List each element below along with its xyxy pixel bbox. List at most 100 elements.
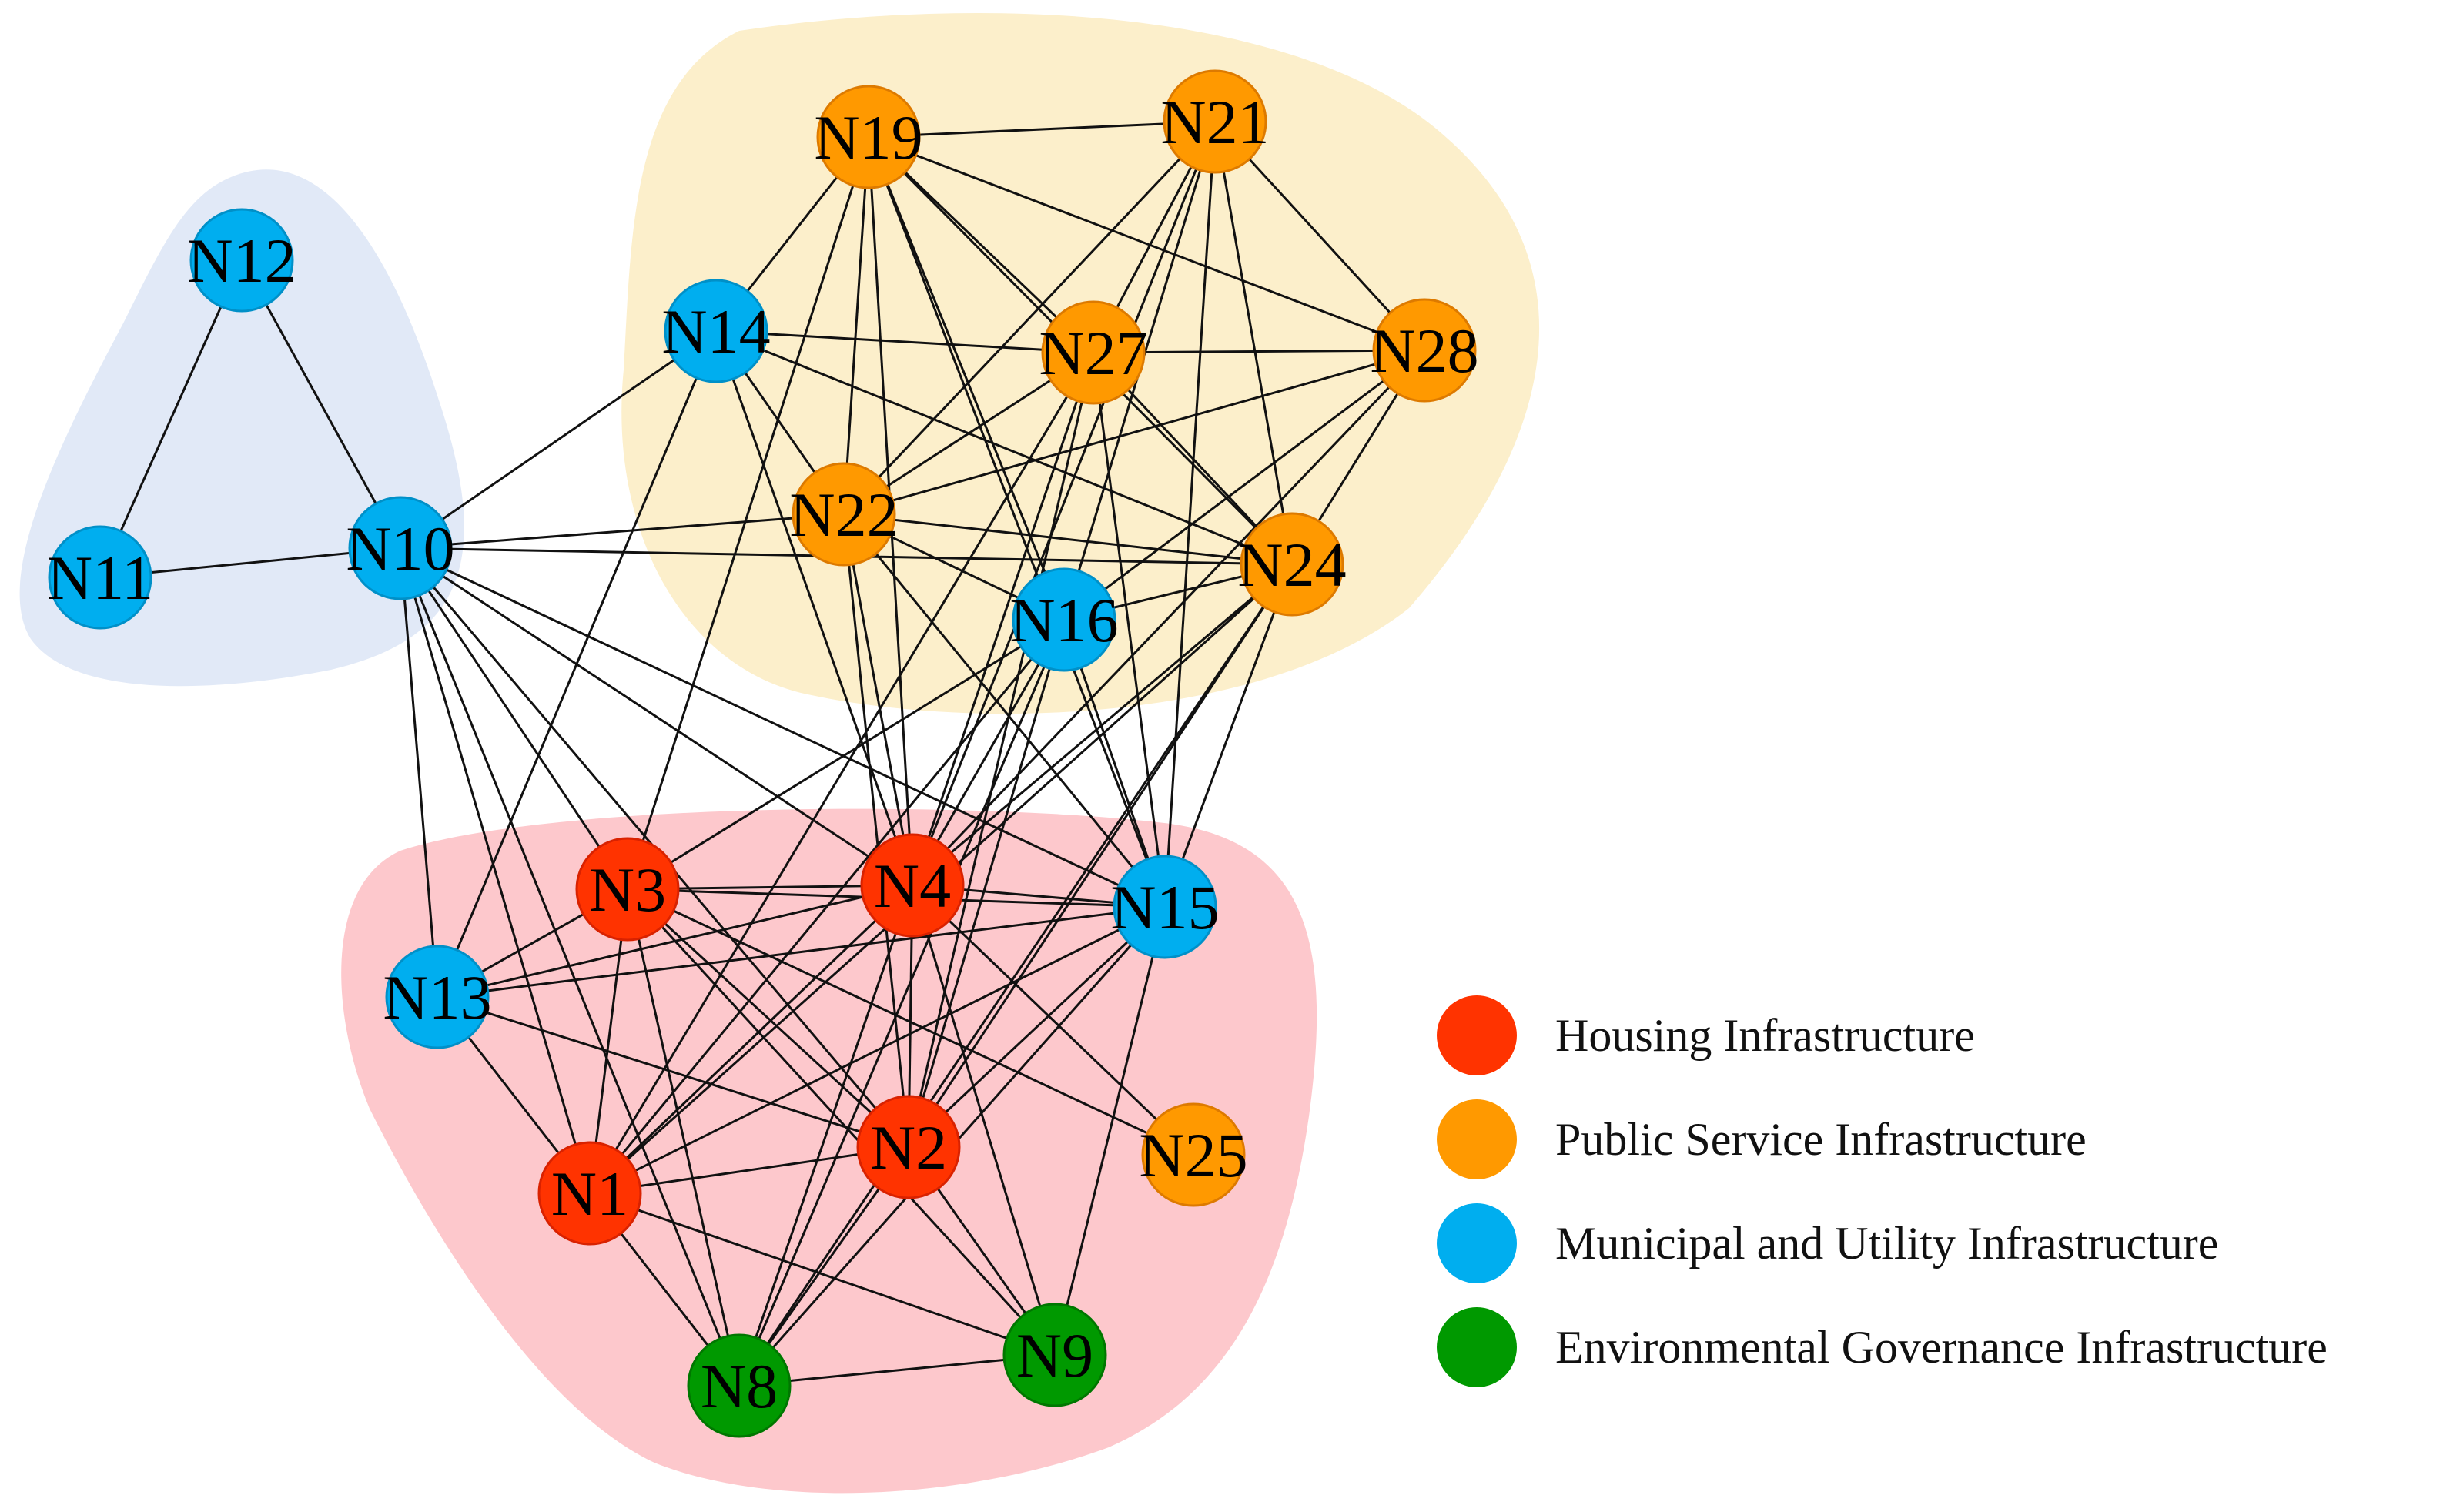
edge-n28-n16 — [1063, 349, 1425, 621]
node-circle[interactable] — [48, 525, 152, 630]
edge-n27-n4 — [911, 352, 1095, 886]
node-label: N9 — [1016, 1320, 1093, 1390]
node-circle[interactable] — [664, 279, 768, 383]
node-circle[interactable] — [1163, 69, 1267, 174]
edge-n21-n24 — [1213, 121, 1294, 565]
node-circle[interactable] — [348, 496, 453, 600]
edge-n4-n1 — [588, 884, 914, 1195]
legend-swatch — [1437, 1203, 1517, 1283]
node-circle[interactable] — [385, 945, 490, 1049]
node-n11[interactable]: N11 — [47, 525, 153, 630]
node-label: N24 — [1237, 530, 1346, 600]
edge-n22-n2 — [842, 513, 910, 1148]
edge-n28-n22 — [843, 349, 1425, 516]
node-circle[interactable] — [860, 833, 965, 938]
node-circle[interactable] — [1113, 855, 1217, 959]
edge-n19-n22 — [842, 136, 870, 515]
legend-item-environmental: Environmental Governance Infrastructure — [1437, 1307, 2328, 1387]
node-n27[interactable]: N27 — [1039, 300, 1148, 405]
edge-n14-n27 — [715, 329, 1094, 354]
edge-n27-n28 — [1093, 349, 1425, 354]
edge-n3-n2 — [626, 888, 910, 1149]
node-label: N22 — [789, 480, 898, 550]
node-n15[interactable]: N15 — [1110, 855, 1220, 959]
legend-item-public: Public Service Infrastructure — [1437, 1099, 2087, 1179]
node-n1[interactable]: N1 — [537, 1141, 642, 1246]
node-label: N21 — [1160, 87, 1269, 157]
node-label: N10 — [346, 513, 454, 584]
node-label: N16 — [1009, 585, 1118, 655]
edge-n15-n13 — [437, 905, 1166, 999]
node-n9[interactable]: N9 — [1002, 1303, 1107, 1407]
node-circle[interactable] — [1240, 512, 1344, 617]
node-n28[interactable]: N28 — [1370, 298, 1479, 403]
edge-n2-n1 — [589, 1146, 909, 1195]
edge-n12-n10 — [240, 259, 402, 549]
node-label: N8 — [701, 1351, 778, 1421]
node-n24[interactable]: N24 — [1237, 512, 1347, 617]
node-n4[interactable]: N4 — [860, 833, 965, 938]
node-circle[interactable] — [1141, 1102, 1246, 1207]
node-label: N3 — [589, 855, 666, 925]
node-n16[interactable]: N16 — [1009, 567, 1119, 672]
node-n22[interactable]: N22 — [789, 462, 899, 567]
node-n14[interactable]: N14 — [661, 279, 771, 383]
node-circle[interactable] — [1012, 567, 1116, 672]
node-label: N19 — [814, 102, 922, 172]
edge-n14-n24 — [715, 329, 1293, 566]
edge-n19-n15 — [867, 136, 1166, 908]
edge-n15-n9 — [1053, 906, 1166, 1356]
node-circle[interactable] — [1002, 1303, 1107, 1407]
node-label: N28 — [1370, 316, 1478, 386]
edge-n24-n8 — [738, 564, 1294, 1387]
node-n2[interactable]: N2 — [856, 1095, 961, 1199]
edge-n14-n13 — [436, 330, 718, 998]
edge-n28-n4 — [911, 349, 1426, 887]
edge-n10-n3 — [399, 547, 629, 890]
edge-n21-n4 — [911, 121, 1217, 886]
node-n3[interactable]: N3 — [575, 837, 680, 942]
legend-item-housing: Housing Infrastructure — [1437, 995, 1975, 1075]
edge-n13-n2 — [437, 995, 909, 1149]
node-n21[interactable]: N21 — [1160, 69, 1270, 174]
node-circle[interactable] — [1041, 300, 1146, 405]
edge-n15-n2 — [907, 905, 1166, 1149]
node-circle[interactable] — [816, 85, 921, 189]
edge-n16-n3 — [627, 618, 1065, 891]
edge-n27-n1 — [588, 352, 1095, 1194]
edge-n4-n8 — [738, 885, 914, 1387]
node-circle[interactable] — [537, 1141, 642, 1246]
legend-label: Public Service Infrastructure — [1555, 1114, 2087, 1165]
node-circle[interactable] — [189, 208, 294, 313]
node-circle[interactable] — [575, 837, 680, 942]
node-n13[interactable]: N13 — [383, 945, 492, 1049]
node-circle[interactable] — [687, 1333, 792, 1438]
node-n10[interactable]: N10 — [346, 496, 455, 600]
edge-n22-n15 — [842, 513, 1166, 908]
edge-n19-n16 — [867, 136, 1066, 621]
node-n12[interactable]: N12 — [187, 208, 296, 313]
edge-n19-n28 — [868, 135, 1425, 352]
node-circle[interactable] — [1372, 298, 1477, 403]
edge-n4-n9 — [911, 885, 1056, 1356]
edge-n22-n4 — [842, 513, 914, 886]
edge-n19-n3 — [626, 136, 870, 890]
node-circle[interactable] — [792, 462, 896, 567]
edge-n10-n13 — [399, 547, 439, 998]
edge-n1-n9 — [589, 1192, 1056, 1356]
edge-n8-n9 — [738, 1353, 1056, 1387]
node-label: N25 — [1139, 1120, 1247, 1190]
edge-n14-n4 — [715, 330, 914, 886]
edge-n16-n2 — [907, 619, 1066, 1148]
edge-n27-n15 — [1092, 352, 1166, 908]
edge-n10-n15 — [400, 547, 1166, 908]
node-n8[interactable]: N8 — [687, 1333, 792, 1438]
node-n19[interactable]: N19 — [814, 85, 923, 189]
node-n25[interactable]: N25 — [1139, 1102, 1248, 1207]
legend-swatch — [1437, 995, 1517, 1075]
node-label: N27 — [1039, 318, 1147, 388]
edge-n3-n9 — [626, 888, 1056, 1356]
legend-swatch — [1437, 1307, 1517, 1387]
node-circle[interactable] — [856, 1095, 961, 1199]
